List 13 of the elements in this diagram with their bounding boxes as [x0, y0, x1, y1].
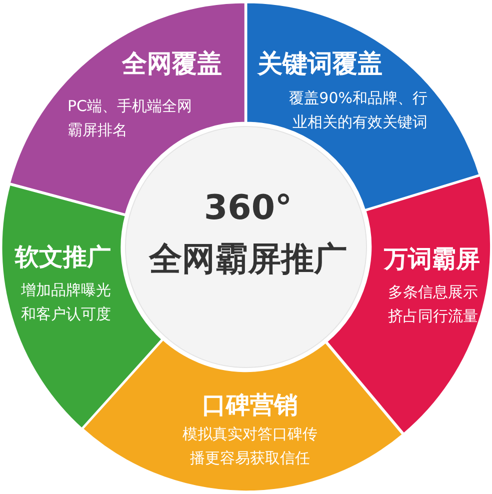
segment-description: 多条信息展示挤占同行流量: [386, 282, 479, 327]
segment-description: 模拟真实对答口碑传播更容易获取信任: [181, 424, 318, 469]
segment-title: 万词霸屏: [384, 244, 480, 275]
center-subtitle: 全网霸屏推广: [149, 238, 347, 280]
segment-title: 软文推广: [15, 242, 111, 273]
segment-title: 全网覆盖: [122, 48, 222, 80]
segment-title: 关键词覆盖: [258, 48, 382, 80]
segment-description: 覆盖90%和品牌、行业相关的有效关键词: [288, 88, 428, 133]
segment-description: PC端、手机端全网霸屏排名: [67, 96, 194, 141]
segment-title: 口碑营销: [202, 390, 298, 421]
ring-segment: [82, 339, 404, 492]
center-title: 360°: [204, 187, 292, 230]
segment-description: 增加品牌曝光和客户认可度: [20, 280, 112, 325]
